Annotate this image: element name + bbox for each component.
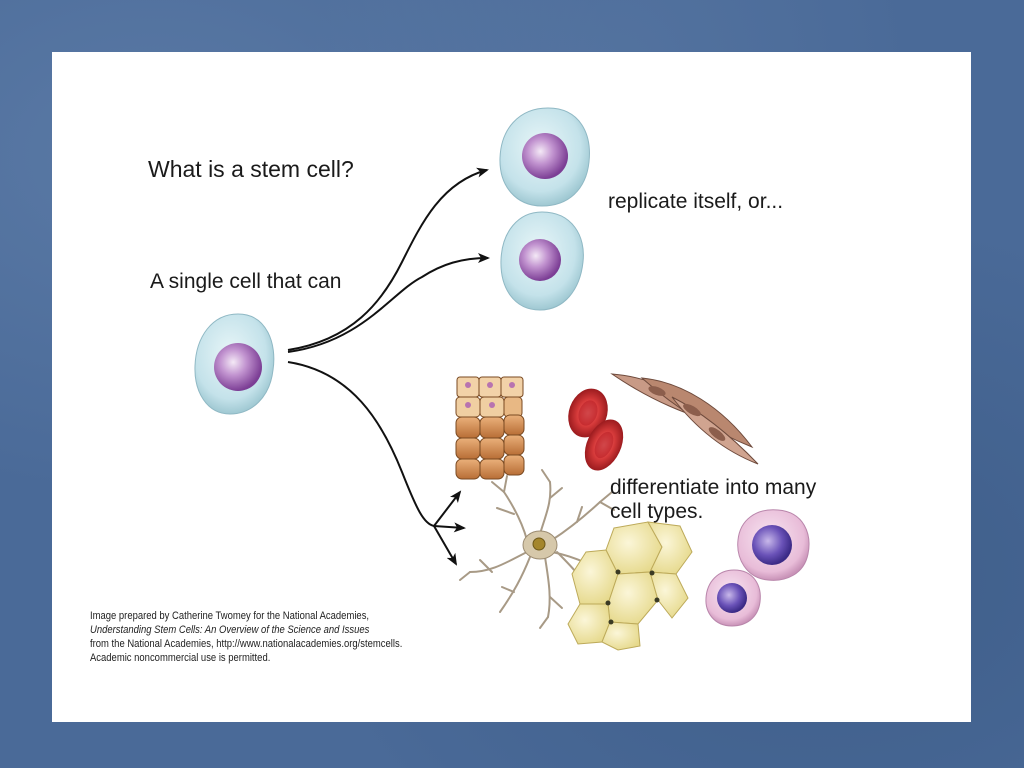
definition-label: A single cell that can: [150, 270, 342, 293]
credit-line-1: Image prepared by Catherine Twomey for t…: [90, 610, 370, 622]
epithelial-cells: [455, 376, 525, 480]
fat-cells: [567, 521, 693, 651]
replicated-cell-bottom: [500, 211, 584, 311]
question-heading: What is a stem cell?: [148, 156, 354, 182]
credit-line-4: Academic noncommercial use is permitted.: [90, 652, 271, 664]
white-blood-cells: [705, 509, 810, 627]
replicated-cell-top: [499, 107, 590, 207]
stem-cell: [194, 313, 275, 415]
stem-cell-diagram: [194, 107, 810, 651]
differentiate-line-1: differentiate into many: [610, 476, 817, 499]
differentiate-arrows: [287, 361, 466, 566]
slide-panel: What is a stem cell? A single cell that …: [52, 52, 971, 722]
credit-line-3: from the National Academies, http://www.…: [90, 638, 403, 650]
differentiate-line-2: cell types.: [610, 500, 704, 523]
image-credit: Image prepared by Catherine Twomey for t…: [90, 609, 402, 665]
differentiate-label: differentiate into many cell types.: [610, 476, 816, 524]
replicate-label: replicate itself, or...: [608, 190, 784, 213]
credit-line-2: Understanding Stem Cells: An Overview of…: [90, 624, 370, 636]
muscle-cells: [610, 373, 759, 465]
replicate-arrows: [287, 167, 490, 353]
red-blood-cells: [568, 388, 624, 471]
